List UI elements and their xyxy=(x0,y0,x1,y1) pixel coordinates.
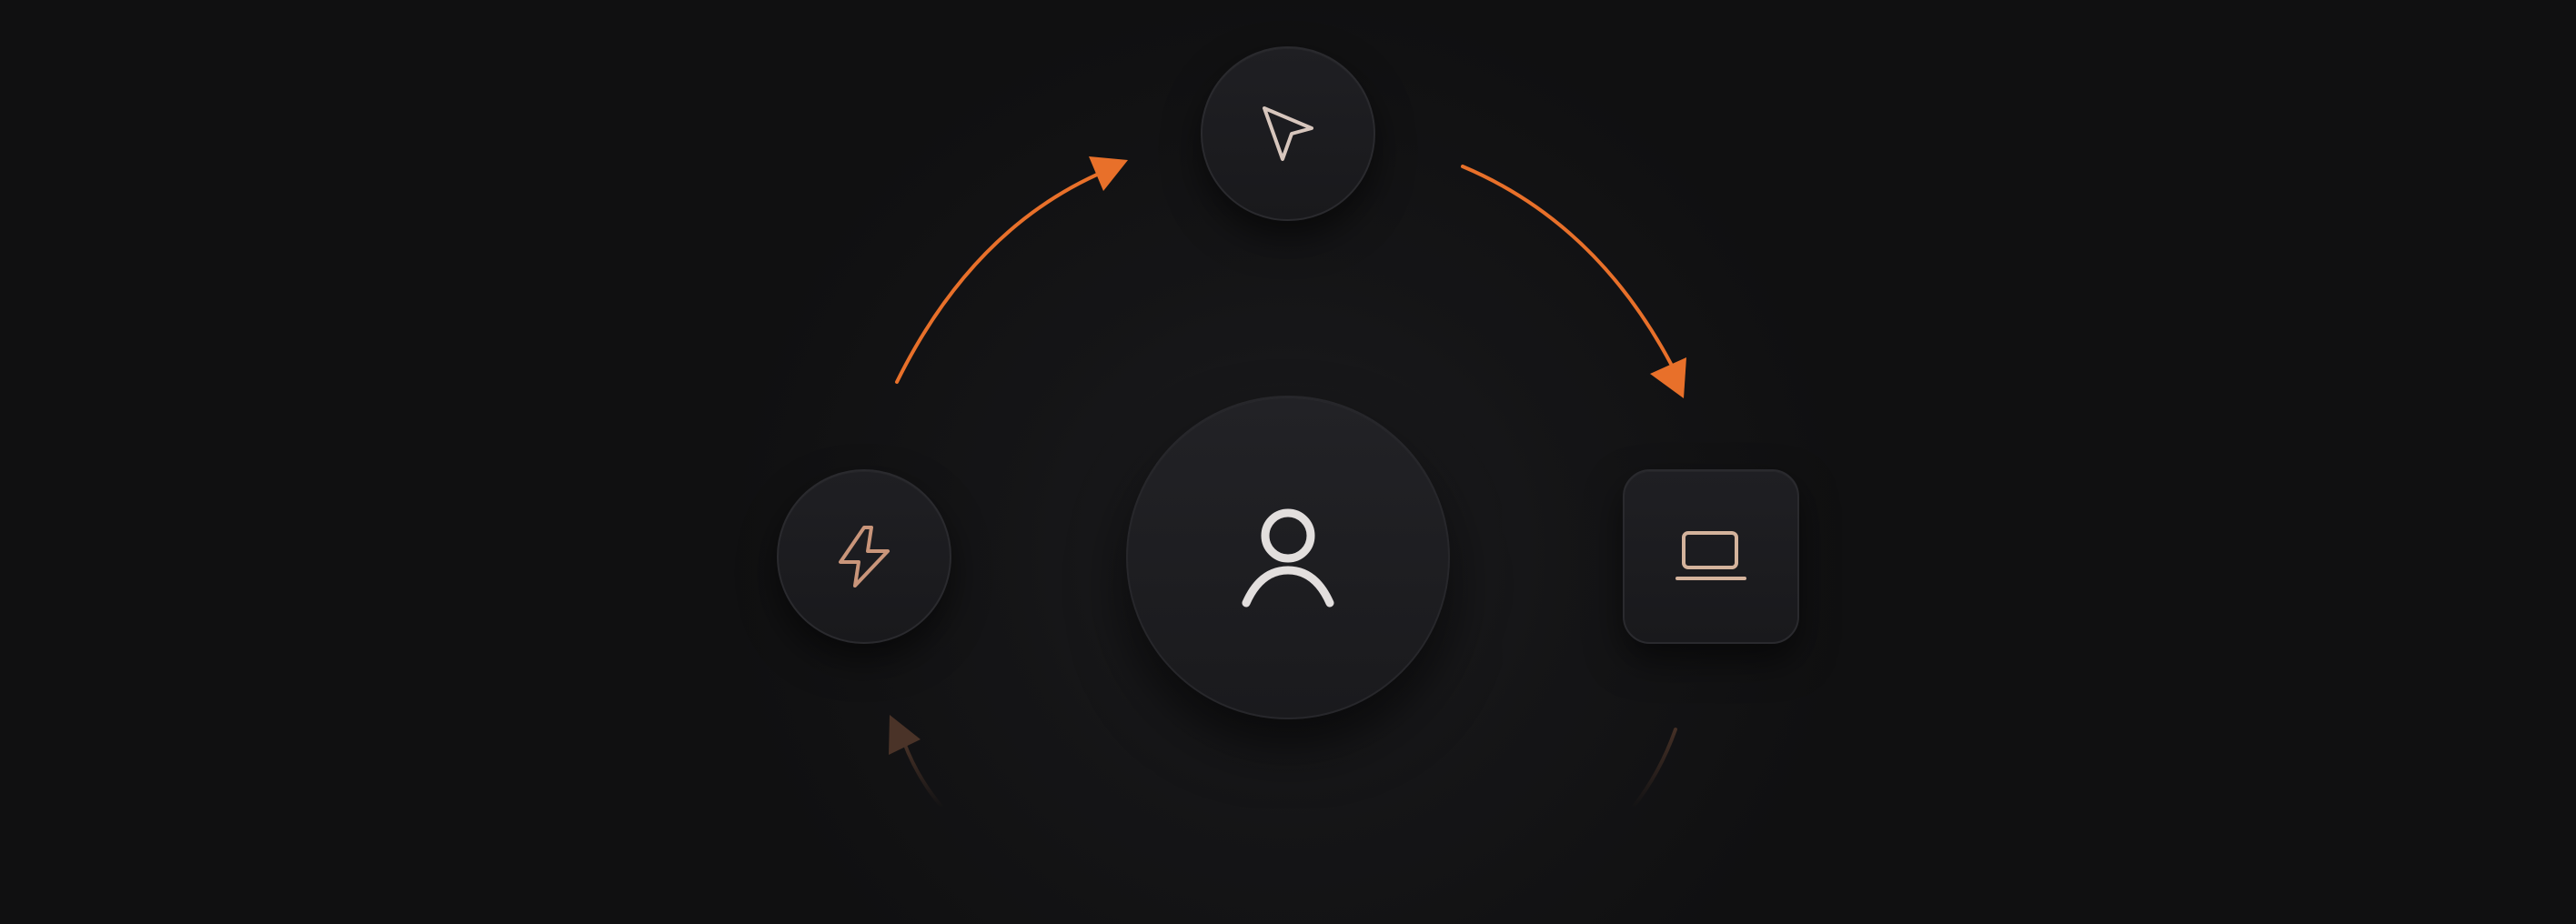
laptop-icon xyxy=(1675,529,1747,584)
cursor-arrow-icon xyxy=(1259,105,1317,163)
trigger-node[interactable] xyxy=(777,469,951,644)
user-icon xyxy=(1241,507,1335,608)
arrow-left-to-top xyxy=(895,169,1107,384)
lightning-bolt-icon xyxy=(837,524,891,589)
user-node[interactable] xyxy=(1126,396,1450,719)
arrow-right-to-bottom xyxy=(1631,728,1677,809)
device-node[interactable] xyxy=(1623,469,1799,644)
arrow-top-to-right xyxy=(1461,165,1674,367)
arrowhead-top-to-right xyxy=(1650,357,1686,398)
arrowhead-left-to-top xyxy=(1089,156,1128,191)
send-node[interactable] xyxy=(1201,46,1375,221)
arrowhead-bottom-to-left xyxy=(889,715,921,755)
arrow-bottom-to-left xyxy=(901,738,944,809)
